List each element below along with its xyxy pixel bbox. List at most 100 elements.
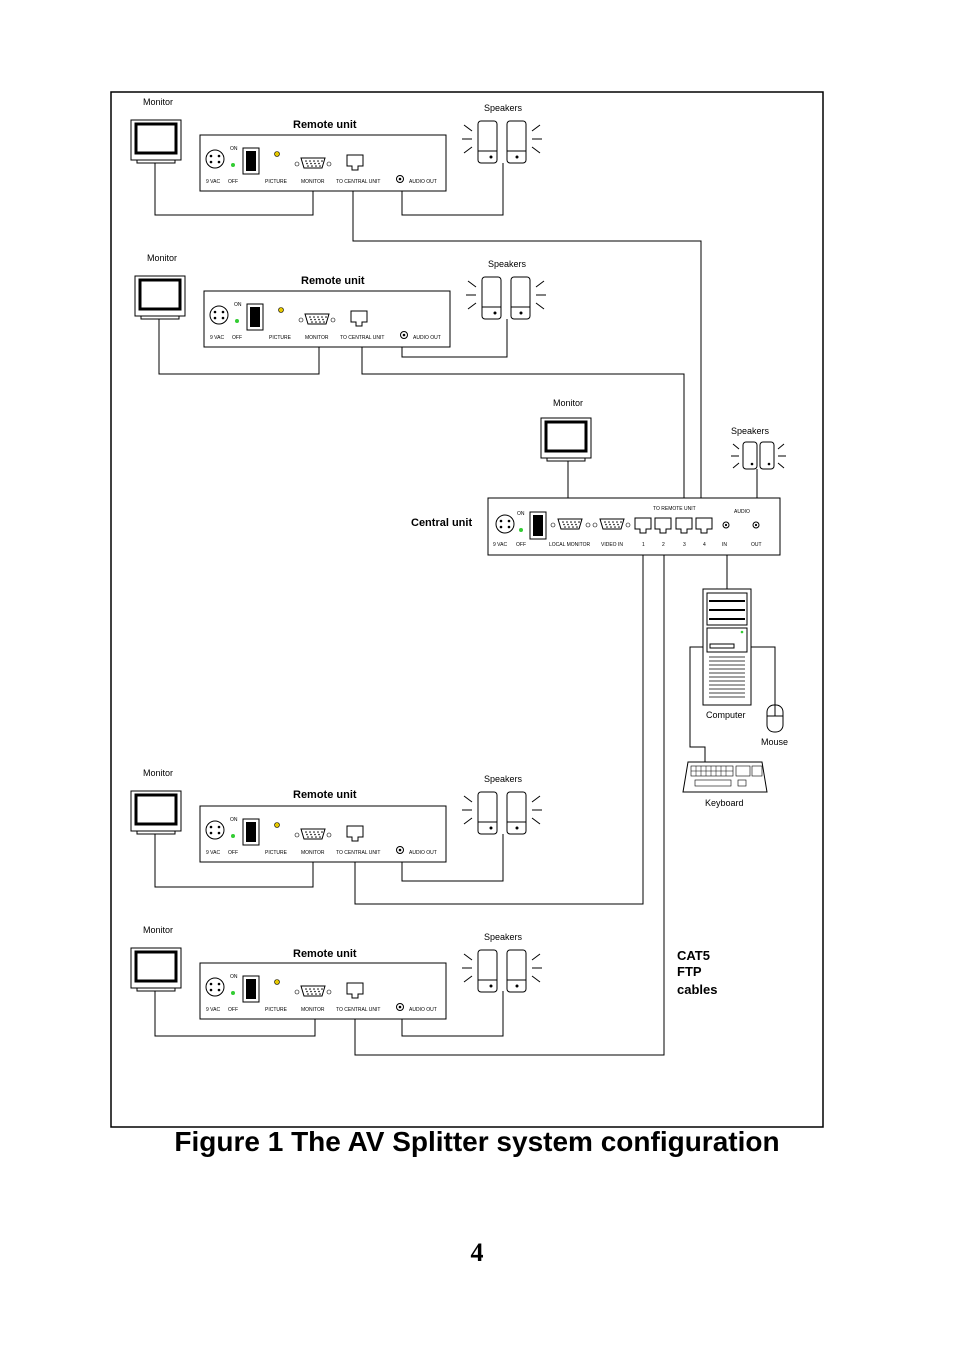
mouse-cable (751, 646, 776, 705)
svg-text:ON: ON (230, 146, 238, 152)
monitor-icon (129, 118, 183, 165)
svg-text:TO CENTRAL UNIT: TO CENTRAL UNIT (336, 179, 380, 185)
svg-text:AUDIO OUT: AUDIO OUT (413, 335, 441, 341)
monitor-label: Monitor (143, 97, 173, 107)
svg-text:TO CENTRAL UNIT: TO CENTRAL UNIT (336, 850, 380, 856)
svg-text:9 VAC: 9 VAC (493, 542, 507, 548)
keyboard-label: Keyboard (705, 798, 744, 808)
svg-text:MONITOR: MONITOR (301, 1007, 325, 1013)
svg-text:ON: ON (230, 817, 238, 823)
monitor-icon (129, 789, 183, 836)
speakers-label: Speakers (488, 259, 527, 269)
page-number: 4 (470, 1238, 484, 1267)
computer-label: Computer (706, 710, 746, 720)
speakers-icon (461, 120, 543, 164)
svg-text:IN: IN (722, 542, 727, 548)
cat5-cable (352, 191, 702, 498)
svg-text:TO REMOTE UNIT: TO REMOTE UNIT (653, 506, 696, 512)
monitor-cable (158, 319, 320, 375)
speakers-label: Speakers (484, 932, 523, 942)
svg-text:AUDIO OUT: AUDIO OUT (409, 1007, 437, 1013)
audio-cable (401, 319, 508, 358)
remote-station-1: Monitor Remote unit ON 9 VAC OFF PICTURE… (129, 97, 702, 498)
svg-text:FTP: FTP (677, 964, 702, 979)
svg-text:PICTURE: PICTURE (269, 335, 292, 341)
remote-panel-labels: ON 9 VAC OFF PICTURE MONITOR TO CENTRAL … (210, 302, 441, 341)
svg-text:3: 3 (683, 542, 686, 548)
monitor-cable (154, 834, 314, 888)
speakers-label: Speakers (731, 426, 770, 436)
cat5-cable (354, 555, 665, 1056)
diagram-frame (110, 91, 824, 1128)
svg-text:ON: ON (517, 511, 525, 517)
remote-station-2: Monitor Remote unit ON 9 VAC OFF PICTURE… (133, 253, 685, 498)
remote-unit-label: Remote unit (293, 119, 357, 131)
svg-text:PICTURE: PICTURE (265, 179, 288, 185)
central-station: Monitor Speakers Central unit (411, 398, 788, 808)
speakers-icon (465, 276, 547, 320)
audio-cable (401, 991, 504, 1037)
speakers-label: Speakers (484, 774, 523, 784)
svg-text:4: 4 (703, 542, 706, 548)
monitor-label: Monitor (147, 253, 177, 263)
svg-text:TO CENTRAL UNIT: TO CENTRAL UNIT (340, 335, 384, 341)
keyboard-icon (682, 761, 768, 793)
svg-text:OFF: OFF (228, 179, 238, 185)
monitor-label: Monitor (143, 768, 173, 778)
svg-text:9 VAC: 9 VAC (206, 850, 220, 856)
svg-text:1: 1 (642, 542, 645, 548)
speakers-icon (461, 791, 543, 835)
svg-text:AUDIO OUT: AUDIO OUT (409, 850, 437, 856)
svg-text:OFF: OFF (232, 335, 242, 341)
svg-text:9 VAC: 9 VAC (206, 1007, 220, 1013)
audio-cable (401, 163, 504, 216)
svg-text:OFF: OFF (228, 1007, 238, 1013)
monitor-icon (129, 946, 183, 993)
svg-text:cables: cables (677, 982, 717, 997)
keyboard-cable (689, 646, 706, 762)
monitor-icon (539, 416, 593, 463)
speakers-icon (731, 441, 786, 470)
svg-text:9 VAC: 9 VAC (210, 335, 224, 341)
remote-unit-label: Remote unit (293, 948, 357, 960)
computer-icon (702, 588, 752, 706)
remote-panel-labels: ON 9 VAC OFF PICTURE MONITOR TO CENTRAL … (206, 817, 437, 856)
remote-panel-labels: ON 9 VAC OFF PICTURE MONITOR TO CENTRAL … (206, 146, 437, 185)
svg-text:PICTURE: PICTURE (265, 850, 288, 856)
cat5-cable (354, 555, 644, 905)
svg-text:9 VAC: 9 VAC (206, 179, 220, 185)
svg-text:PICTURE: PICTURE (265, 1007, 288, 1013)
speakers-label: Speakers (484, 103, 523, 113)
monitor-cable (154, 991, 316, 1037)
svg-text:MONITOR: MONITOR (305, 335, 329, 341)
remote-panel-labels: ON 9 VAC OFF PICTURE MONITOR TO CENTRAL … (206, 974, 437, 1013)
figure-caption: Figure 1 The AV Splitter system configur… (174, 1126, 780, 1157)
mouse-icon (766, 704, 784, 733)
svg-text:OFF: OFF (516, 542, 526, 548)
svg-text:TO CENTRAL UNIT: TO CENTRAL UNIT (336, 1007, 380, 1013)
svg-text:ON: ON (234, 302, 242, 308)
cat5-cable (361, 347, 685, 498)
audio-cable (401, 834, 504, 882)
svg-text:LOCAL MONITOR: LOCAL MONITOR (549, 542, 591, 548)
svg-text:2: 2 (662, 542, 665, 548)
mouse-label: Mouse (761, 737, 788, 747)
svg-text:CAT5: CAT5 (677, 948, 710, 963)
svg-text:OUT: OUT (751, 542, 762, 548)
svg-text:ON: ON (230, 974, 238, 980)
cable-type-label: CAT5 FTP cables (677, 948, 717, 997)
remote-station-3: Monitor Remote unit ON 9 VAC OFF PICTURE… (129, 555, 644, 905)
svg-text:VIDEO IN: VIDEO IN (601, 542, 623, 548)
remote-unit-label: Remote unit (293, 789, 357, 801)
svg-text:AUDIO OUT: AUDIO OUT (409, 179, 437, 185)
central-unit-label: Central unit (411, 517, 472, 529)
svg-text:MONITOR: MONITOR (301, 179, 325, 185)
svg-text:MONITOR: MONITOR (301, 850, 325, 856)
speakers-icon (461, 949, 543, 993)
central-unit-panel (487, 497, 781, 556)
monitor-cable (154, 163, 314, 216)
svg-text:AUDIO: AUDIO (734, 509, 750, 515)
central-panel-labels: ON 9 VAC OFF LOCAL MONITOR VIDEO IN TO R… (493, 506, 762, 548)
monitor-label: Monitor (553, 398, 583, 408)
